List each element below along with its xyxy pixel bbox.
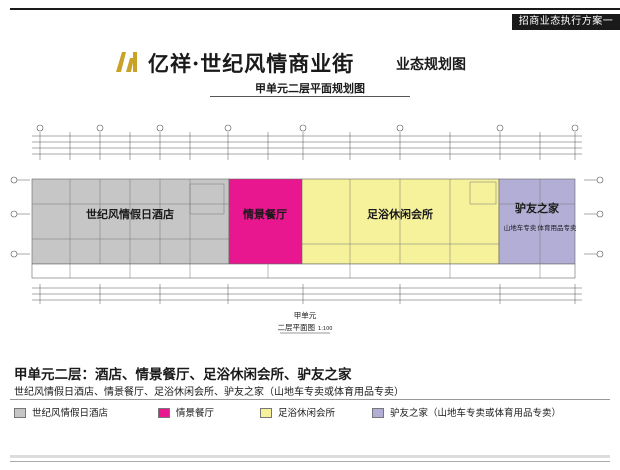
bottom-grid-ticks <box>39 284 576 304</box>
top-bar: 招商业态执行方案一 <box>0 0 620 34</box>
subtitle-rule <box>210 96 410 97</box>
legend-label-hotel: 世纪风情假日酒店 <box>32 408 109 419</box>
legend-item-hotel: 世纪风情假日酒店 <box>14 405 108 419</box>
legend-item-spa: 足浴休闲会所 <box>260 405 335 419</box>
footer-rule <box>10 461 610 462</box>
summary-heading: 甲单元二层：酒店、情景餐厅、足浴休闲会所、驴友之家 <box>14 367 352 383</box>
zone-hotel <box>31 178 230 265</box>
zone-donkey-sublabel-sports: 体育用品专卖 <box>538 223 578 232</box>
page-title: 亿祥·世纪风情商业街 <box>148 51 355 76</box>
zone-spa <box>301 178 500 265</box>
zone-donkey-sublabel-bike: 山地车专卖 <box>504 223 537 232</box>
plan-caption-name: 二层平面图 <box>278 323 316 332</box>
zone-donkey <box>498 178 576 265</box>
brand-logo-icon <box>116 52 137 72</box>
bottom-ticks <box>69 264 541 278</box>
page-title-suffix: 业态规划图 <box>396 57 466 73</box>
section-tag: 招商业态执行方案一 <box>512 14 620 30</box>
floor-plan: 世纪风情假日酒店 情景餐厅 足浴休闲会所 驴友之家 山地车专卖 体育用品专卖 甲… <box>10 124 604 334</box>
legend-item-donkey: 驴友之家（山地车专卖或体育用品专卖） <box>372 405 561 419</box>
side-grid-lines <box>17 179 597 255</box>
footer-bar <box>10 455 610 458</box>
zone-donkey-label: 驴友之家 <box>515 201 560 215</box>
zone-spa-label: 足浴休闲会所 <box>367 207 433 221</box>
legend-label-restaurant: 情景餐厅 <box>176 408 215 419</box>
grid-bubbles <box>10 124 604 258</box>
top-grid-ticks <box>39 132 576 160</box>
legend-item-restaurant: 情景餐厅 <box>158 405 214 419</box>
interior-lines <box>32 179 575 264</box>
plan-subtitle: 甲单元二层平面规划图 <box>255 82 365 95</box>
plan-caption-scale: 1:100 <box>318 326 332 332</box>
top-dimension-lines <box>32 135 582 155</box>
zone-restaurant-label: 情景餐厅 <box>243 207 287 221</box>
legend: 世纪风情假日酒店 情景餐厅 足浴休闲会所 驴友之家（山地车专卖或体育用品专卖） <box>14 405 614 419</box>
legend-swatch-hotel <box>14 407 26 418</box>
bottom-dimension-lines <box>32 287 582 301</box>
bottom-corridor <box>31 263 576 279</box>
legend-label-donkey: 驴友之家（山地车专卖或体育用品专卖） <box>390 408 562 419</box>
legend-rule <box>10 399 610 400</box>
zone-hotel-label: 世纪风情假日酒店 <box>86 207 174 221</box>
legend-swatch-spa <box>260 407 272 418</box>
zone-restaurant <box>228 178 303 265</box>
plan-caption-unit: 甲单元 <box>294 310 317 320</box>
legend-swatch-restaurant <box>158 407 170 418</box>
legend-label-spa: 足浴休闲会所 <box>278 408 336 419</box>
summary-description: 世纪风情假日酒店、情景餐厅、足浴休闲会所、驴友之家（山地车专卖或体育用品专卖） <box>14 387 404 398</box>
top-rule <box>10 8 620 10</box>
legend-swatch-donkey <box>372 407 384 418</box>
